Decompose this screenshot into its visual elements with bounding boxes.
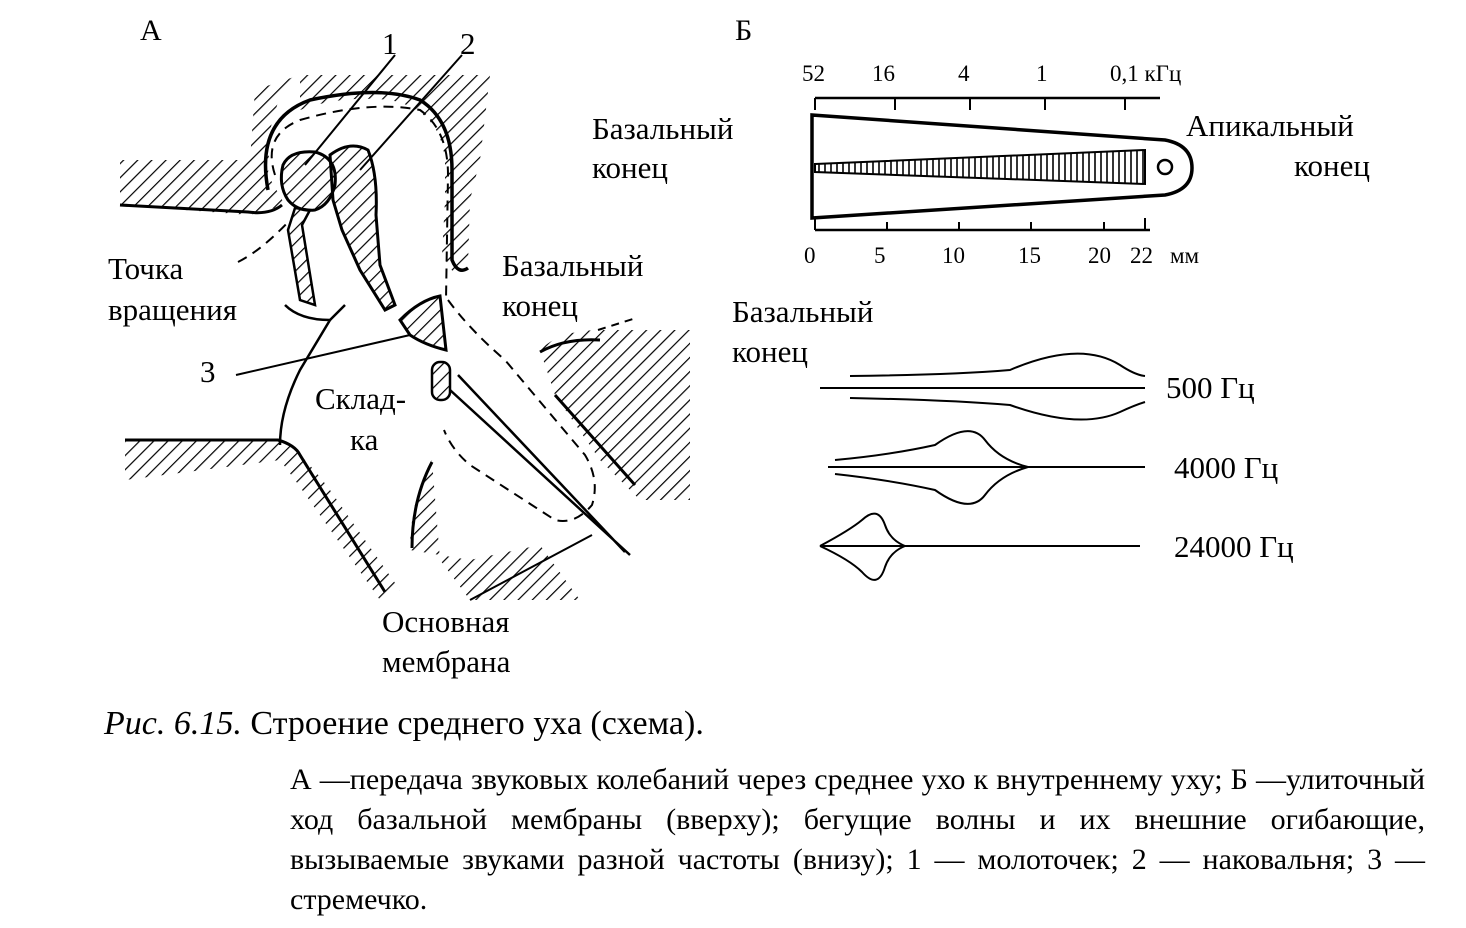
label-2: 2 <box>460 26 476 61</box>
label-apical-end-line2: конец <box>1294 148 1370 183</box>
panel-label-b: Б <box>735 14 753 47</box>
freq-tick-52: 52 <box>802 61 825 86</box>
figure-caption-body: А —передача звуковых колебаний через сре… <box>290 763 1425 916</box>
incus <box>328 144 397 312</box>
mm-unit: мм <box>1170 243 1200 268</box>
lower-right-bone <box>410 460 580 600</box>
label-basal-end-b-line1: Базальный <box>592 111 734 146</box>
label-pivot-line1: Точка <box>108 251 184 286</box>
wave-500hz <box>820 352 1146 421</box>
label-basal-end-a-line1: Базальный <box>502 248 644 283</box>
figure-number: Рис. 6.15. <box>104 705 242 742</box>
tympanic-cavity-outline <box>263 90 470 272</box>
mm-tick-15: 15 <box>1018 243 1041 268</box>
oval-window <box>430 360 452 402</box>
label-pivot-line2: вращения <box>108 292 237 327</box>
label-membrane-line2: мембрана <box>382 644 511 679</box>
wave-24000hz <box>819 512 1140 581</box>
cochlear-duct-outline <box>810 113 1194 220</box>
label-fold-line1: Склад- <box>315 381 407 416</box>
freq-tick-4: 4 <box>958 61 970 86</box>
mm-tick-22: 22 <box>1130 243 1153 268</box>
malleus <box>279 150 337 212</box>
label-apical-end-line1: Апикальный <box>1186 108 1354 143</box>
label-wave-500hz: 500 Гц <box>1166 370 1255 405</box>
label-fold-line2: ка <box>350 422 379 457</box>
freq-tick-16: 16 <box>872 61 895 86</box>
mm-tick-20: 20 <box>1088 243 1111 268</box>
ear-diagram <box>119 54 1194 601</box>
right-bone-block <box>540 330 690 500</box>
travelling-waves <box>819 352 1146 581</box>
mm-tick-5: 5 <box>874 243 886 268</box>
label-basal-end-b-line2: конец <box>592 150 668 185</box>
label-3: 3 <box>200 354 216 389</box>
middle-ear-panel-a <box>119 54 690 601</box>
freq-tick-1: 1 <box>1036 61 1048 86</box>
freq-tick-0-1-khz: 0,1 кГц <box>1110 61 1182 86</box>
figure-caption-title: Рис. 6.15. Строение среднего уха (схема)… <box>104 705 704 743</box>
basilar-membrane-strip <box>814 148 1146 186</box>
label-wave-basal-line2: конец <box>732 334 808 369</box>
mm-tick-10: 10 <box>942 243 965 268</box>
mm-tick-0: 0 <box>804 243 816 268</box>
panel-label-a: А <box>140 14 162 47</box>
lower-left-bone <box>125 440 400 600</box>
helicotrema <box>1156 158 1174 176</box>
upper-left-bone <box>120 75 300 215</box>
figure-title: Строение среднего уха (схема). <box>250 705 704 742</box>
label-basal-end-a-line2: конец <box>502 288 578 323</box>
basilar-membrane <box>449 374 631 556</box>
label-1: 1 <box>382 26 398 61</box>
label-membrane-line1: Основная <box>382 604 510 639</box>
label-wave-4000hz: 4000 Гц <box>1174 450 1279 485</box>
cochlear-duct-panel-b <box>810 96 1194 232</box>
label-wave-basal-line1: Базальный <box>732 294 874 329</box>
stapes <box>398 294 448 352</box>
wave-4000hz <box>828 430 1145 505</box>
label-wave-24000hz: 24000 Гц <box>1174 529 1294 564</box>
